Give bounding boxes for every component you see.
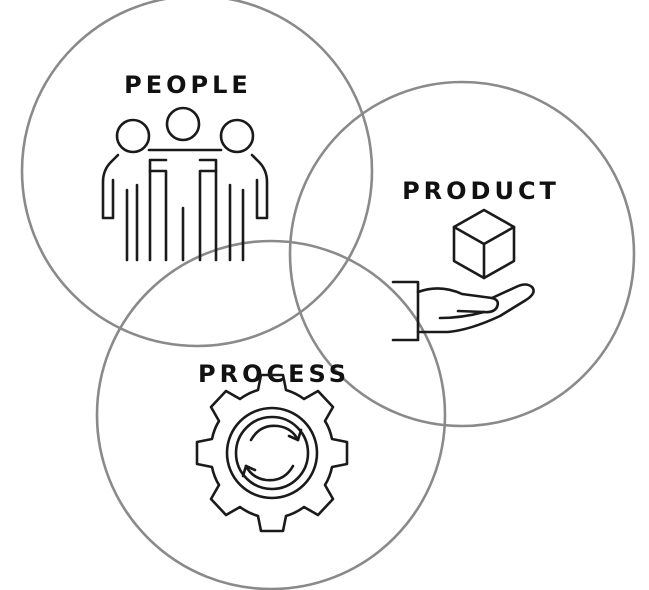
gear-with-cycle-arrows-icon	[195, 373, 349, 533]
people-label: PEOPLE	[124, 71, 252, 99]
people-circle	[20, 0, 374, 348]
cube-in-hand-icon	[391, 208, 535, 342]
people-group-icon	[101, 106, 269, 262]
product-circle	[288, 80, 636, 428]
process-circle	[95, 239, 447, 590]
product-label: PRODUCT	[402, 177, 560, 205]
